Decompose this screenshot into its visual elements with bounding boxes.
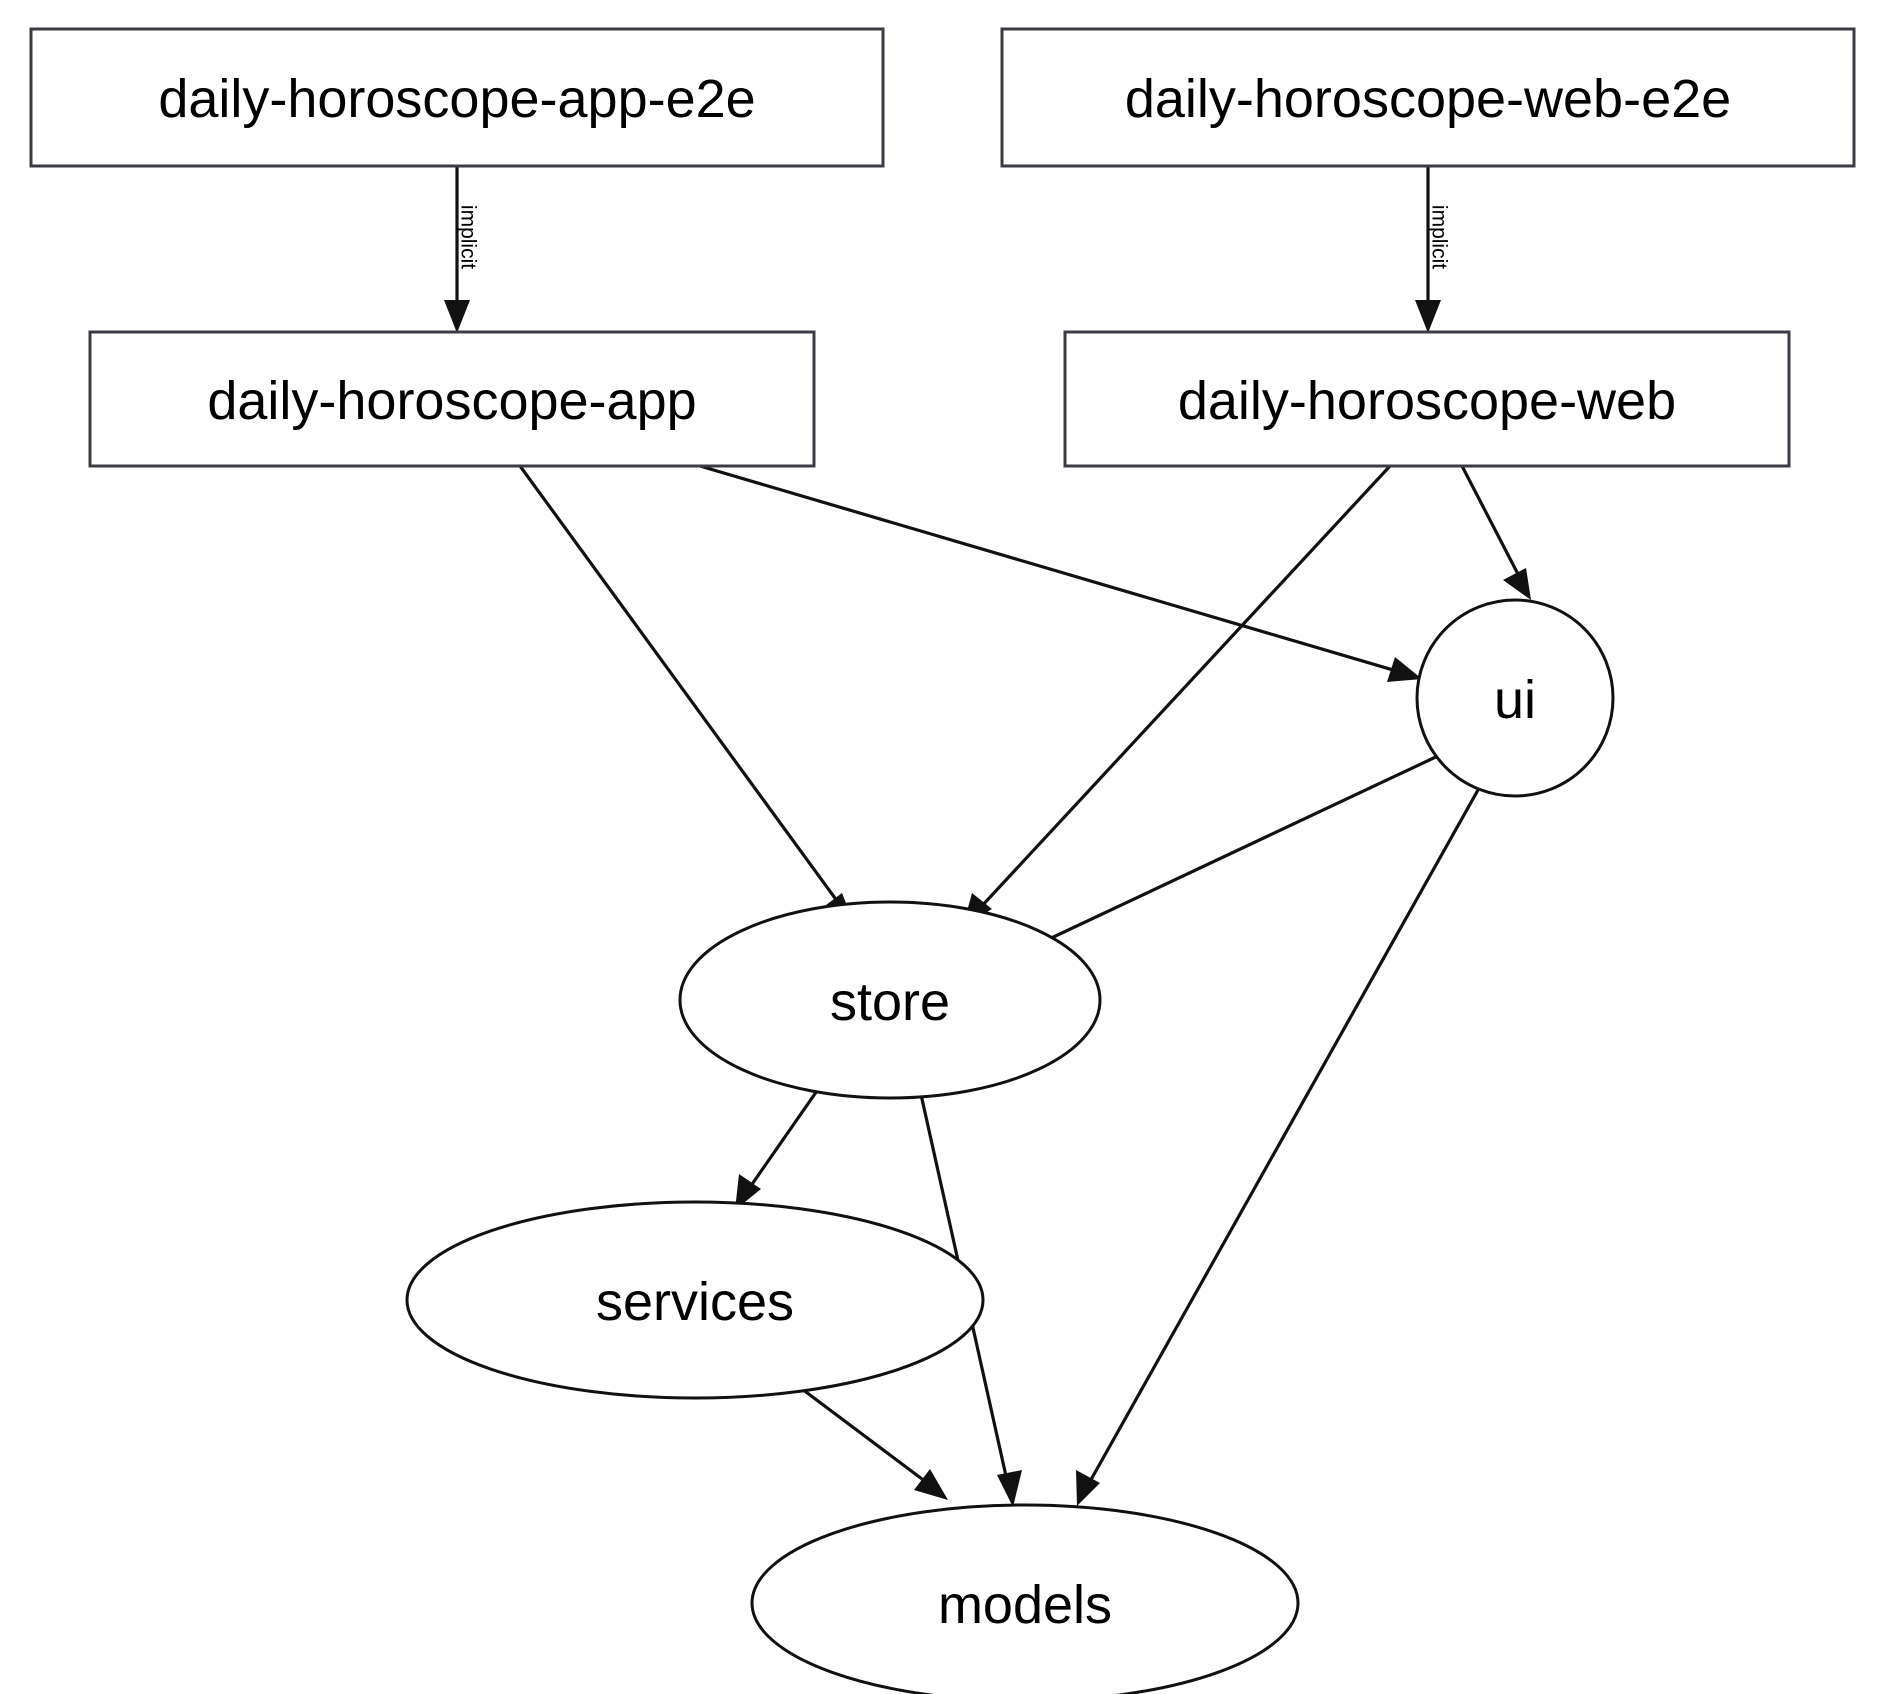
edge-ui-to-models	[1076, 789, 1480, 1506]
node-shape-box[interactable]	[1000, 27, 1856, 168]
edge-line	[699, 464, 1401, 674]
node-services[interactable]: services	[405, 1200, 985, 1400]
node-daily-horoscope-app[interactable]: daily-horoscope-app	[88, 330, 816, 468]
node-label: ui	[1494, 670, 1536, 730]
edge-line	[1086, 789, 1480, 1486]
node-daily-horoscope-app-e2e[interactable]: daily-horoscope-app-e2e	[29, 27, 885, 168]
edge-line	[1460, 465, 1522, 579]
edge-store-to-services	[735, 1074, 830, 1210]
edge-line	[518, 465, 842, 906]
node-label: daily-horoscope-app	[207, 371, 696, 431]
edge-services-to-models	[789, 1378, 948, 1500]
node-daily-horoscope-web-e2e[interactable]: daily-horoscope-web-e2e	[1000, 27, 1856, 168]
node-shape-ellipse[interactable]	[1415, 598, 1615, 798]
node-label: daily-horoscope-app-e2e	[158, 69, 755, 129]
edge-line	[789, 1378, 931, 1487]
arrowhead-icon	[735, 1174, 761, 1210]
arrowhead-icon	[1503, 568, 1531, 600]
edge-web-e2e-to-web: implicit	[1415, 166, 1451, 333]
node-label: models	[938, 1575, 1112, 1635]
node-label: store	[830, 972, 950, 1032]
arrowhead-icon	[914, 1469, 948, 1500]
node-daily-horoscope-web[interactable]: daily-horoscope-web	[1063, 330, 1791, 468]
edge-app-to-store	[518, 465, 855, 926]
node-label: daily-horoscope-web	[1178, 371, 1676, 431]
edge-line	[978, 464, 1392, 910]
edge-line	[746, 1074, 830, 1191]
node-shape-ellipse[interactable]	[750, 1503, 1300, 1694]
node-models[interactable]: models	[750, 1503, 1300, 1694]
node-store[interactable]: store	[678, 900, 1102, 1100]
edge-line	[1029, 753, 1441, 950]
edge-web-to-store	[963, 464, 1392, 926]
node-layer: daily-horoscope-app-e2e daily-horoscope-…	[29, 27, 1856, 1694]
node-shape-box[interactable]	[88, 330, 816, 468]
arrowhead-icon	[997, 1470, 1022, 1507]
arrowhead-icon	[1387, 657, 1422, 682]
edge-web-to-ui	[1460, 465, 1531, 600]
node-label: services	[596, 1272, 794, 1332]
arrowhead-icon	[1076, 1470, 1100, 1506]
arrowhead-icon	[444, 300, 470, 333]
edge-label-implicit: implicit	[457, 205, 480, 269]
arrowhead-icon	[1415, 300, 1441, 333]
edge-ui-to-store	[1008, 753, 1441, 958]
node-label: daily-horoscope-web-e2e	[1125, 69, 1731, 129]
edge-app-to-ui	[699, 464, 1422, 682]
node-shape-box[interactable]	[29, 27, 885, 168]
edge-app-e2e-to-app: implicit	[444, 166, 480, 333]
node-shape-box[interactable]	[1063, 330, 1791, 468]
node-shape-ellipse[interactable]	[678, 900, 1102, 1100]
node-ui[interactable]: ui	[1415, 598, 1615, 798]
node-shape-ellipse[interactable]	[405, 1200, 985, 1400]
edge-label-implicit: implicit	[1428, 205, 1451, 269]
